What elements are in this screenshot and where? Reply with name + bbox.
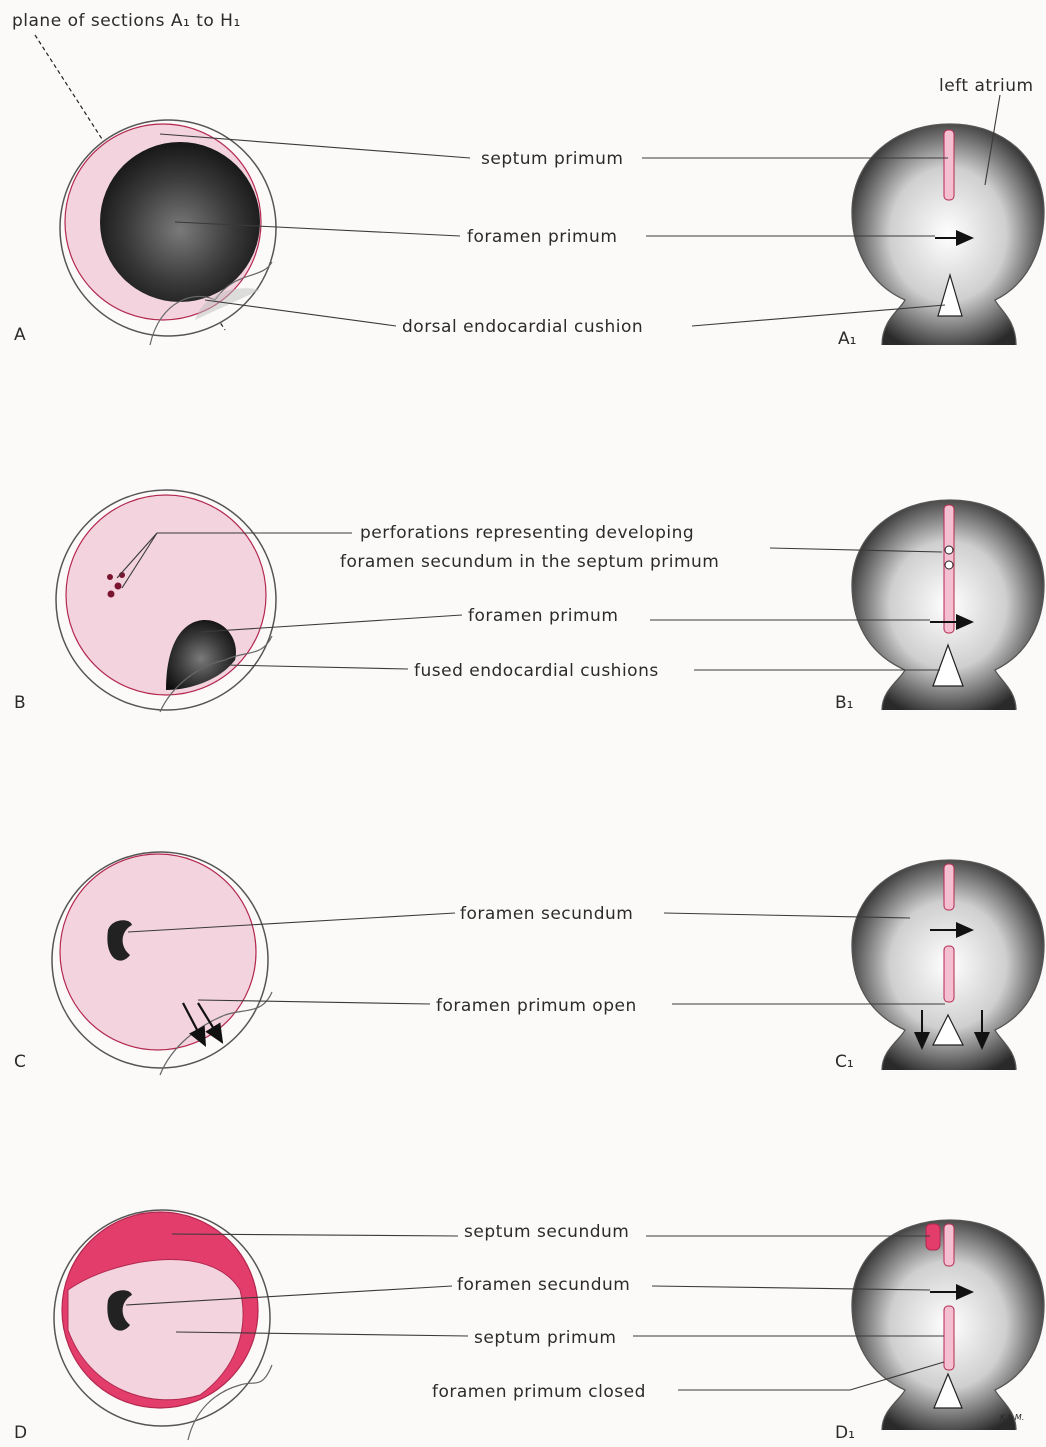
panel-letter-d: D [14, 1423, 27, 1443]
panel-a1-section [852, 124, 1044, 345]
label-perforations-1: perforations representing developing [360, 523, 694, 543]
panel-letter-b: B [14, 693, 26, 713]
artist-signature: K.L.M. [1000, 1413, 1024, 1422]
panel-letter-a: A [14, 325, 26, 345]
label-foramen-primum-open: foramen primum open [436, 996, 637, 1016]
panel-a-external [60, 120, 276, 345]
panel-letter-c1: C₁ [835, 1052, 854, 1072]
panel-c-external [52, 852, 272, 1075]
panel-letter-b1: B₁ [835, 693, 853, 713]
panel-c1-section [852, 860, 1044, 1070]
label-foramen-secundum-d: foramen secundum [457, 1275, 630, 1295]
label-left-atrium: left atrium [939, 76, 1034, 96]
label-foramen-primum-b: foramen primum [468, 606, 618, 626]
label-foramen-secundum-c: foramen secundum [460, 904, 633, 924]
label-foramen-primum-closed: foramen primum closed [432, 1382, 646, 1402]
label-dorsal-cushion: dorsal endocardial cushion [402, 317, 643, 337]
panel-b-external [56, 490, 276, 712]
label-fused-cushions: fused endocardial cushions [414, 661, 659, 681]
label-septum-primum-d: septum primum [474, 1328, 616, 1348]
label-septum-secundum: septum secundum [464, 1222, 629, 1242]
panel-letter-d1: D₁ [835, 1423, 855, 1443]
label-septum-primum-a: septum primum [481, 149, 623, 169]
label-foramen-primum-a: foramen primum [467, 227, 617, 247]
panel-d1-section [852, 1220, 1044, 1430]
panel-letter-a1: A₁ [838, 329, 856, 349]
label-perforations-2: foramen secundum in the septum primum [340, 552, 719, 572]
panel-b1-section [852, 500, 1044, 710]
plane-label: plane of sections A₁ to H₁ [12, 11, 241, 31]
panel-d-external [54, 1210, 272, 1440]
panel-letter-c: C [14, 1052, 26, 1072]
